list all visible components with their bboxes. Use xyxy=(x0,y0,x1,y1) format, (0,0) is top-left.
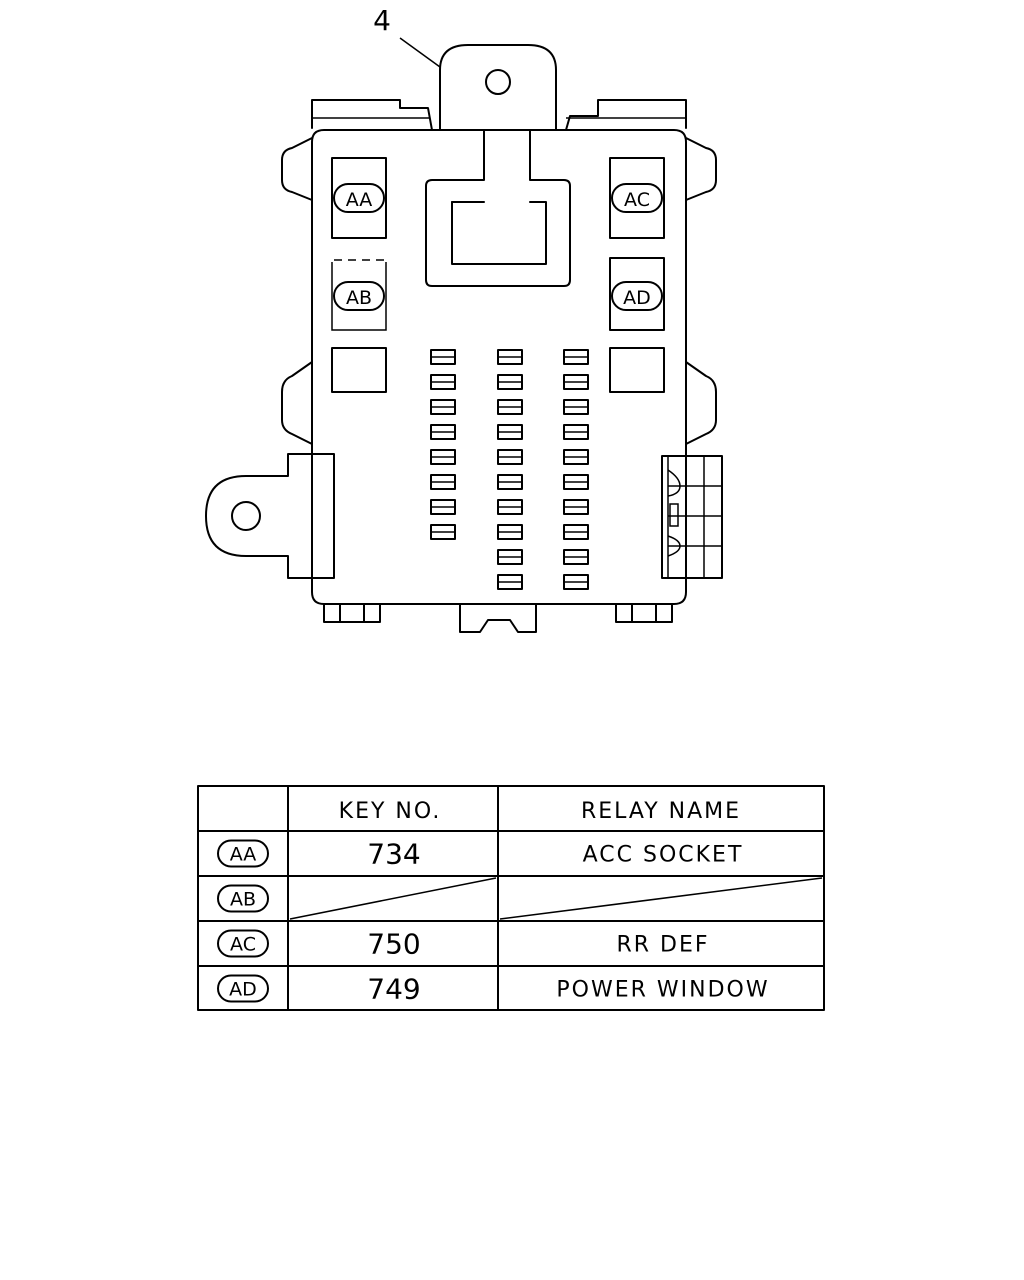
row-marker: AC xyxy=(230,934,256,956)
fuse-slot xyxy=(430,399,456,415)
fuse-slot xyxy=(497,549,523,565)
fuse-slot xyxy=(563,474,589,490)
fuse-slot xyxy=(497,574,523,590)
relay-socket-blank-left xyxy=(331,347,387,393)
relay-socket-aa: AA xyxy=(331,157,387,239)
row-relay-name: RR DEF xyxy=(616,933,709,958)
fuse-slot xyxy=(563,499,589,515)
fuse-slot xyxy=(497,499,523,515)
relay-marker-ac: AC xyxy=(624,189,650,211)
relay-socket-ab: AB xyxy=(331,259,387,331)
fuse-slot xyxy=(563,399,589,415)
relay-socket-blank-right xyxy=(609,347,665,393)
fuse-slot xyxy=(430,524,456,540)
fuse-slot xyxy=(497,374,523,390)
table-row: AA 734 ACC SOCKET xyxy=(217,838,744,871)
relay-socket-ac: AC xyxy=(609,157,665,239)
callout-number: 4 xyxy=(373,4,391,37)
blank-slash xyxy=(499,877,823,920)
center-cavity-inner xyxy=(451,201,547,265)
center-cavity xyxy=(425,129,571,287)
fuse-slot xyxy=(430,424,456,440)
right-clip-lower xyxy=(685,361,717,445)
row-marker-outline xyxy=(217,839,269,868)
table-rows: AA 734 ACC SOCKET AB AC 750 RR DEF AD 749 POWER W… xyxy=(217,838,823,1006)
left-mounting-hole xyxy=(231,501,261,531)
fuse-slot xyxy=(563,574,589,590)
side-connector xyxy=(661,455,723,579)
table-row: AB xyxy=(217,877,823,920)
row-marker-outline xyxy=(217,884,269,913)
relay-marker-ab: AB xyxy=(346,287,372,309)
row-marker: AD xyxy=(229,979,257,1001)
left-clip-upper xyxy=(281,137,313,201)
row-key-no: 750 xyxy=(367,928,420,961)
row-marker: AB xyxy=(230,889,256,911)
header-relay-name: RELAY NAME xyxy=(581,799,741,824)
row-marker-outline xyxy=(217,929,269,958)
table-row: AC 750 RR DEF xyxy=(217,928,709,961)
right-clip-upper xyxy=(685,137,717,201)
fuse-slot xyxy=(497,399,523,415)
row-key-no: 734 xyxy=(367,838,420,871)
fuse-slot xyxy=(497,474,523,490)
fuse-slot xyxy=(430,374,456,390)
relay-table: KEY NO. RELAY NAME AA 734 ACC SOCKET AB AC 75… xyxy=(197,785,825,1011)
row-marker: AA xyxy=(230,844,257,866)
fuse-slot xyxy=(563,549,589,565)
top-rim-left xyxy=(311,99,433,131)
fuse-slot xyxy=(497,424,523,440)
fuse-slot xyxy=(430,449,456,465)
fuse-slot xyxy=(497,449,523,465)
blank-slash xyxy=(289,877,497,920)
top-rim-right xyxy=(565,99,687,131)
row-relay-name: ACC SOCKET xyxy=(583,843,744,868)
fuse-slot xyxy=(563,349,589,365)
row-key-no: 749 xyxy=(367,973,420,1006)
bottom-tab-left xyxy=(323,603,381,623)
fuse-box: AA AB AC AD xyxy=(205,44,723,633)
fuse-slot xyxy=(497,349,523,365)
header-key-no: KEY NO. xyxy=(339,799,442,824)
left-clip-lower xyxy=(281,361,313,445)
bottom-tab-right xyxy=(615,603,673,623)
fuse-area xyxy=(430,349,589,590)
fuse-slot xyxy=(430,474,456,490)
row-marker-outline xyxy=(217,974,269,1003)
callout-leader xyxy=(399,37,441,68)
top-mounting-hole xyxy=(485,69,511,95)
top-mounting-ear xyxy=(439,44,557,131)
fuse-slot xyxy=(563,424,589,440)
fuse-slot xyxy=(563,374,589,390)
relay-marker-ad: AD xyxy=(623,287,651,309)
table-row: AD 749 POWER WINDOW xyxy=(217,973,769,1006)
fuse-slot xyxy=(563,449,589,465)
row-relay-name: POWER WINDOW xyxy=(556,978,769,1003)
left-mounting-ear xyxy=(205,453,335,579)
fuse-slot xyxy=(430,499,456,515)
relay-socket-ad: AD xyxy=(609,257,665,331)
fuse-slot xyxy=(430,349,456,365)
fuse-slot xyxy=(497,524,523,540)
relay-marker-aa: AA xyxy=(346,189,373,211)
fuse-slot xyxy=(563,524,589,540)
bottom-tab-center xyxy=(459,603,537,633)
